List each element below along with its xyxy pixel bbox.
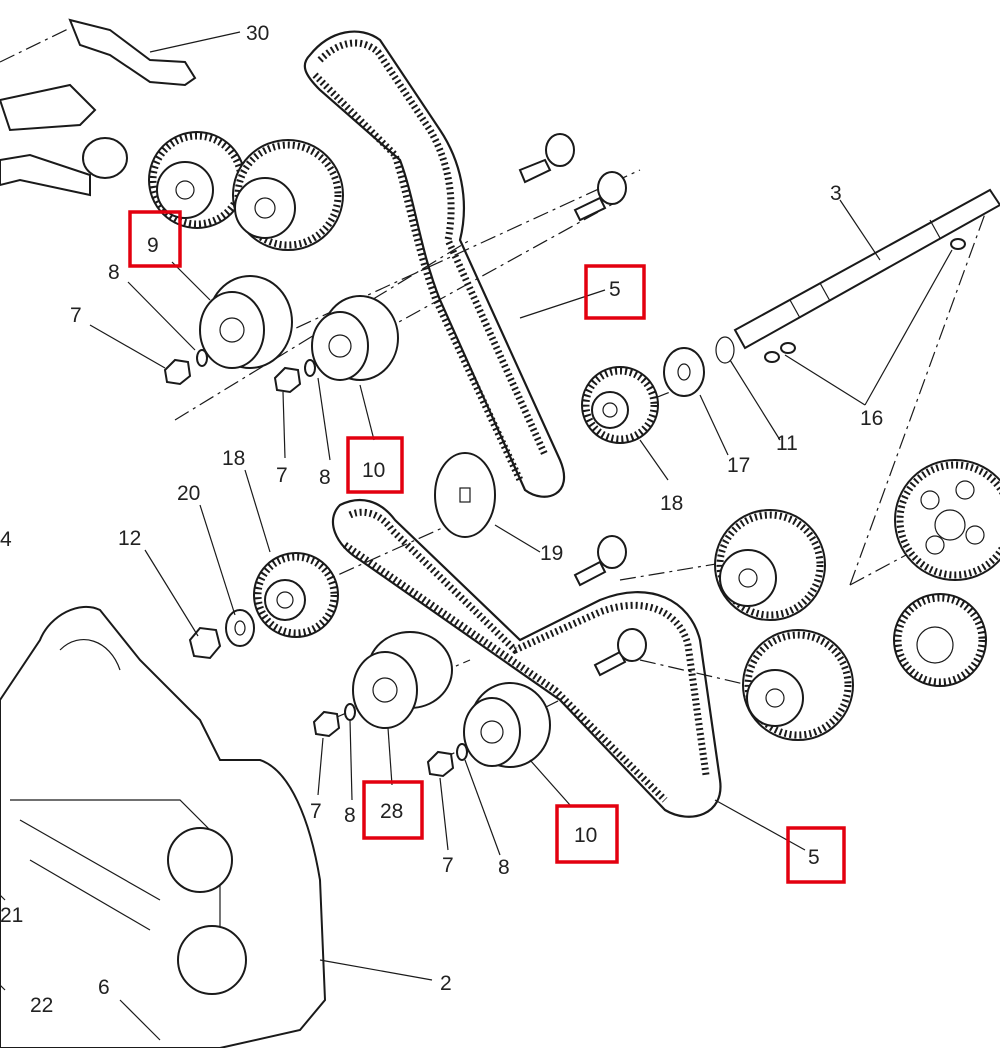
upper-nuts-washers [163, 349, 316, 394]
highlight-box-9 [128, 210, 182, 268]
highlight-box-10-lower [555, 804, 619, 864]
callout-9: 9 [147, 234, 159, 257]
highlight-box-5-upper [584, 264, 646, 320]
callout-8: 8 [319, 466, 331, 489]
lower-idler-10 [463, 682, 551, 768]
washer-17 [663, 347, 705, 397]
upper-timing-belt [303, 30, 566, 498]
callout-7: 7 [310, 800, 322, 823]
callout-5: 5 [609, 278, 621, 301]
callout-18: 18 [660, 492, 683, 515]
callout-8: 8 [498, 856, 510, 879]
drive-pulley-18-upper [581, 366, 659, 444]
washer-19 [434, 452, 496, 538]
upper-cam-pulley-pair [148, 131, 344, 251]
crankshaft-3 [733, 188, 1000, 363]
callout-22: 22 [30, 994, 53, 1017]
highlight-box-28 [362, 780, 424, 840]
upper-tensioner-9 [199, 275, 293, 369]
callout-8: 8 [108, 261, 120, 284]
callout-30: 30 [246, 22, 269, 45]
upper-studs [518, 133, 627, 222]
callout-7: 7 [70, 304, 82, 327]
callout-18: 18 [222, 447, 245, 470]
highlight-boxes [128, 210, 846, 884]
highlight-box-5-lower [786, 826, 846, 884]
callout-19: 19 [540, 542, 563, 565]
callout-6: 6 [98, 976, 110, 999]
callout-20: 20 [177, 482, 200, 505]
lower-nuts-washers [312, 703, 468, 778]
highlight-box-10-upper [346, 436, 404, 494]
circlip-11 [715, 336, 735, 364]
callout-28: 28 [380, 800, 403, 823]
callout-7: 7 [442, 854, 454, 877]
callout-5: 5 [808, 846, 820, 869]
callout-11: 11 [776, 432, 798, 455]
lower-timing-belt [331, 498, 722, 818]
callout-2: 2 [440, 972, 452, 995]
lower-cam-pulley-pair [714, 509, 854, 741]
callout-3: 3 [830, 182, 842, 205]
callout-4: 4 [0, 528, 12, 551]
callout-16: 16 [860, 407, 883, 430]
drive-pulley-18-lower [253, 552, 339, 638]
callout-8: 8 [344, 804, 356, 827]
callout-labels: 30 9 8 7 5 3 16 11 17 18 10 7 8 18 20 12… [0, 22, 883, 1017]
callout-17: 17 [727, 454, 750, 477]
callout-12: 12 [118, 527, 141, 550]
timing-cover-2 [0, 605, 327, 1048]
callout-10: 10 [362, 459, 385, 482]
washer-20 [225, 609, 255, 647]
right-gears [893, 459, 1000, 687]
callout-21: 21 [0, 904, 23, 927]
lower-studs [573, 535, 647, 677]
bracket-30 [0, 18, 197, 197]
nut-12 [188, 626, 222, 660]
callout-7: 7 [276, 464, 288, 487]
callout-10: 10 [574, 824, 597, 847]
lower-tensioner-28 [352, 631, 453, 729]
upper-idler-10 [311, 295, 399, 381]
leader-lines [0, 31, 953, 1041]
